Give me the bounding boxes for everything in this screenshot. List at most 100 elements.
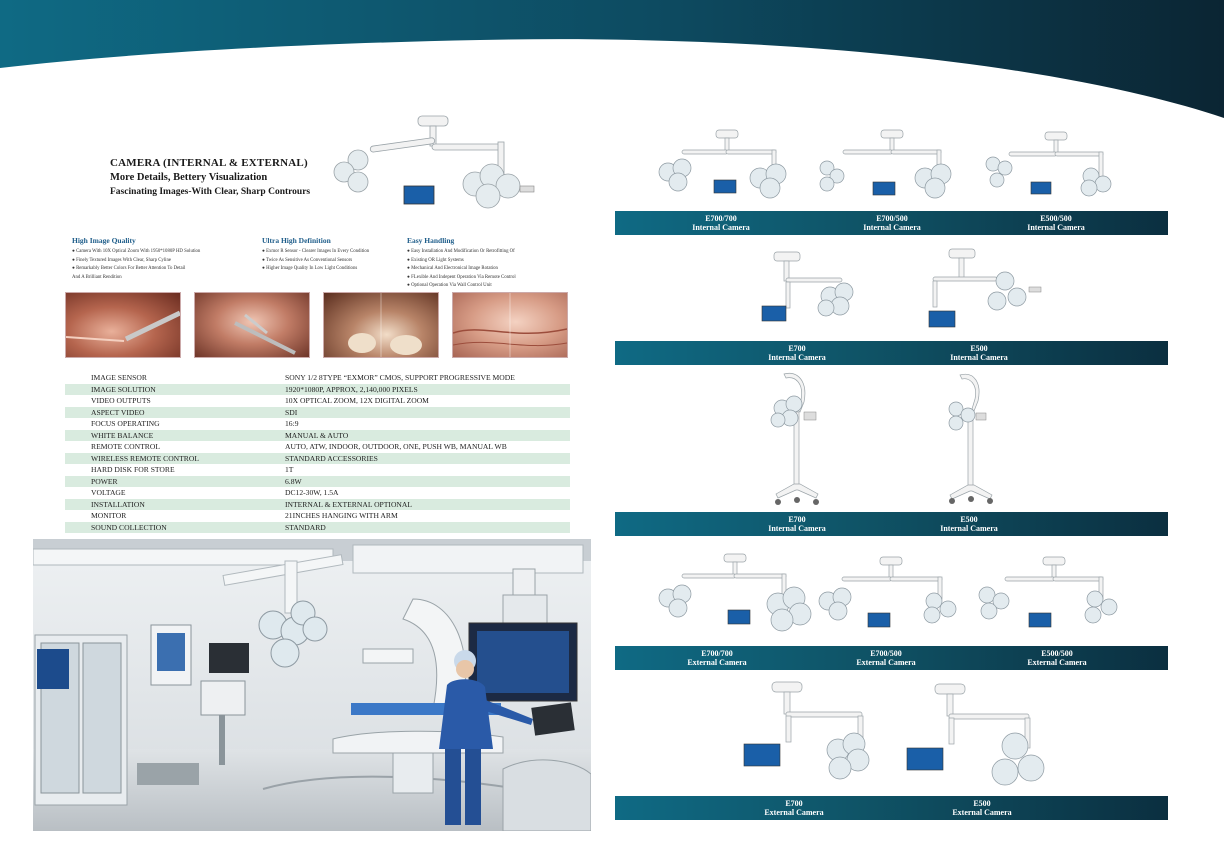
feature-item: ● Easy Installation And Modification Or … bbox=[407, 249, 515, 254]
spec-label: MONITOR bbox=[91, 511, 127, 520]
spec-label: HARD DISK FOR STORE bbox=[91, 465, 175, 474]
table-row: HARD DISK FOR STORE 1T bbox=[65, 464, 570, 476]
feature-item: ● Higher Image Quality In Low Light Cond… bbox=[262, 266, 358, 272]
feature-columns: High Image Quality ● Camera With 10X Opt… bbox=[72, 236, 572, 291]
product-image-e500-internal bbox=[925, 247, 1050, 329]
spec-label: IMAGE SOLUTION bbox=[65, 383, 285, 395]
product-image-e700-700-external bbox=[654, 552, 816, 632]
product-type: Internal Camera bbox=[863, 223, 921, 232]
product-model: E500 bbox=[973, 799, 991, 808]
feature-item: ● Optional Operation Via Wall Control Un… bbox=[407, 283, 492, 289]
spec-label: VIDEO OUTPUTS bbox=[91, 396, 151, 405]
spec-value: MANUAL & AUTO bbox=[285, 429, 570, 441]
camera-sample-images bbox=[65, 292, 568, 358]
product-model: E500/500 bbox=[1041, 649, 1073, 658]
camera-sample-image bbox=[65, 292, 181, 358]
camera-sample-image bbox=[323, 292, 439, 358]
operating-room-photo bbox=[33, 539, 591, 831]
spec-value: DC12-30W, 1.5A bbox=[285, 488, 339, 497]
product-image-e500-external bbox=[905, 682, 1055, 788]
product-type: Internal Camera bbox=[692, 223, 750, 232]
spec-value: STANDARD ACCESSORIES bbox=[285, 452, 570, 464]
feature-heading: High Image Quality bbox=[72, 236, 136, 245]
product-type: Internal Camera bbox=[1027, 223, 1085, 232]
product-model: E700/500 bbox=[870, 649, 902, 658]
product-image-e700-500-internal bbox=[815, 128, 965, 210]
product-model: E700 bbox=[788, 515, 806, 524]
feature-item: ● Camera With 10X Optical Zoom With 1950… bbox=[72, 249, 201, 254]
feature-item: ● Finely Textured Images With Clear, Sha… bbox=[72, 257, 171, 263]
spec-value: 21INCHES HANGING WITH ARM bbox=[285, 511, 398, 520]
hero-surgical-light-image bbox=[330, 112, 560, 224]
product-model: E700/700 bbox=[705, 214, 737, 223]
feature-item: ● Twice As Sensitive As Conventional Sen… bbox=[262, 257, 353, 263]
spec-value: 1920*1080P, APPROX, 2,140,000 PIXELS bbox=[285, 383, 570, 395]
spec-value: STANDARD bbox=[285, 521, 570, 533]
product-type: External Camera bbox=[1027, 658, 1087, 667]
product-image-e700-700-internal bbox=[652, 128, 800, 210]
product-image-e500-internal-mobile bbox=[944, 373, 999, 507]
product-type: External Camera bbox=[687, 658, 747, 667]
product-model: E700 bbox=[785, 799, 803, 808]
product-image-e500-500-external bbox=[977, 555, 1132, 633]
feature-item: ● Remarkably Better Colors For Better At… bbox=[72, 266, 186, 272]
spec-label: WIRELESS REMOTE CONTROL bbox=[65, 452, 285, 464]
spec-value: INTERNAL & EXTERNAL OPTIONAL bbox=[285, 498, 570, 510]
table-row: MONITOR 21INCHES HANGING WITH ARM bbox=[65, 510, 570, 522]
product-image-e700-internal bbox=[760, 250, 870, 325]
product-image-e500-500-internal bbox=[983, 130, 1128, 212]
spec-label: INSTALLATION bbox=[65, 498, 285, 510]
header-band bbox=[0, 0, 1224, 130]
feature-column: High Image Quality ● Camera With 10X Opt… bbox=[72, 236, 237, 291]
product-type: External Camera bbox=[952, 808, 1012, 817]
camera-sample-image bbox=[194, 292, 310, 358]
page-subtitle: More Details, Bettery Visualization bbox=[110, 172, 268, 183]
spec-value: SDI bbox=[285, 406, 570, 418]
product-model: E500/500 bbox=[1040, 214, 1072, 223]
feature-item: ● FLexible And Indepent Operation Via Re… bbox=[407, 274, 516, 280]
feature-column: Ultra High Definition ● Exmor R Sensor -… bbox=[262, 236, 427, 291]
product-model: E700/500 bbox=[876, 214, 908, 223]
spec-label: VOLTAGE bbox=[91, 488, 126, 497]
title-block: CAMERA (INTERNAL & EXTERNAL) More Detail… bbox=[110, 157, 310, 197]
page-title: CAMERA (INTERNAL & EXTERNAL) bbox=[110, 157, 308, 169]
spec-value: AUTO, ATW, INDOOR, OUTDOOR, ONE, PUSH WB… bbox=[285, 442, 507, 451]
feature-item: ● Existing OR Light Systems bbox=[407, 257, 464, 263]
feature-column: Easy Handling ● Easy Installation And Mo… bbox=[407, 236, 572, 291]
product-image-e700-500-external bbox=[814, 555, 969, 633]
spec-label: ASPECT VIDEO bbox=[65, 406, 285, 418]
product-image-e700-internal-mobile bbox=[768, 372, 826, 508]
spec-value: 1T bbox=[285, 465, 294, 474]
feature-item: ● Mechanical And Electronical Image Rota… bbox=[407, 266, 498, 272]
product-type: External Camera bbox=[764, 808, 824, 817]
feature-heading: Easy Handling bbox=[407, 236, 455, 245]
spec-value: 16:9 bbox=[285, 419, 299, 428]
spec-label: POWER bbox=[65, 475, 285, 487]
product-type: Internal Camera bbox=[768, 524, 826, 533]
